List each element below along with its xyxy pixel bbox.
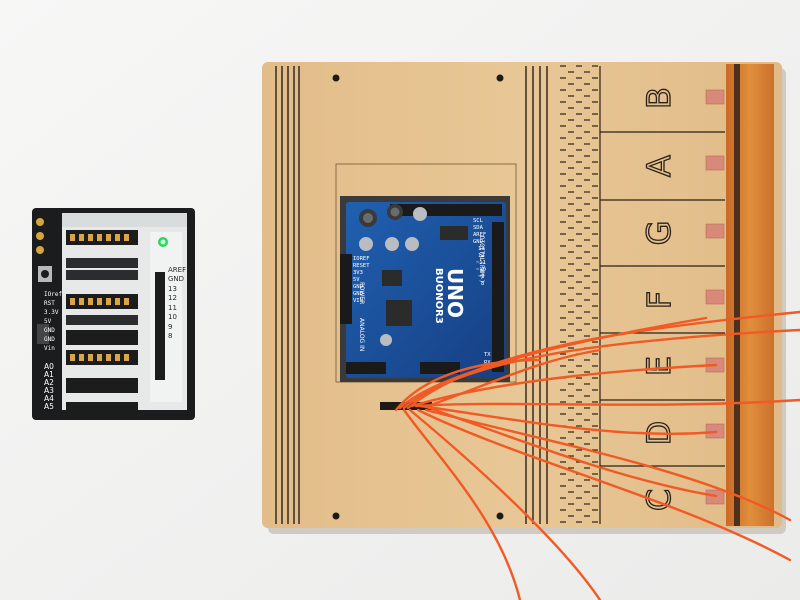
uno-analog-label: ANALOG IN	[358, 318, 365, 351]
arduino-uno-board: UNO BUONOR3 DIGITAL(PWM~) POWER ANALOG I…	[340, 202, 506, 378]
uno-top-pin-label: 13	[478, 246, 485, 252]
uno-power-pin-label: RESET	[353, 263, 370, 269]
uno-top-pin-label: SCL	[473, 218, 484, 224]
uno-power-pin-label: 5V	[353, 277, 360, 283]
shield-digital-label: 9	[168, 323, 172, 331]
shield-power-label: GND	[44, 336, 55, 343]
uno-power-pin-label: GND	[353, 291, 363, 297]
shield-digital-label: 13	[168, 285, 177, 293]
shield-digital-label: AREF	[168, 266, 186, 274]
shield-headers	[66, 230, 138, 412]
uno-power-pin-label: 3V3	[353, 270, 363, 276]
note-label-e: E	[640, 356, 678, 376]
shield-digital-label: GND	[168, 275, 184, 283]
shield-analog-label: A3	[44, 386, 54, 395]
uno-model: BUONOR3	[433, 268, 444, 324]
shield-digital-label: 12	[168, 294, 177, 302]
shield-analog-label: A4	[44, 394, 54, 403]
engraved-lines-left	[275, 66, 300, 524]
shield-power-label: IOref	[44, 291, 62, 298]
shield-power-label: GND	[44, 327, 55, 334]
shield-digital-label: 11	[168, 304, 177, 312]
shield-analog-label: A0	[44, 362, 54, 371]
note-label-b: B	[640, 87, 678, 109]
uno-power-label: POWER	[358, 282, 365, 304]
uno-power-pin-label: VIN	[353, 298, 363, 304]
uno-logo: UNO	[443, 268, 467, 318]
shield-power-label: RST	[44, 300, 55, 307]
uno-top-pin-label: ~11	[476, 260, 486, 266]
uno-top-pin-label: AREF	[473, 232, 486, 238]
uno-power-pin-label: IOREF	[353, 256, 370, 262]
shield-analog-label: A5	[44, 402, 54, 411]
uno-top-pin-label: SDA	[473, 225, 484, 231]
uno-header-label: DIGITAL(PWM~)	[478, 236, 485, 283]
shield-digital-label: 8	[168, 332, 172, 340]
uno-top-pin-label: ~9	[478, 274, 485, 280]
note-label-a: A	[640, 155, 678, 177]
note-label-f: F	[640, 291, 678, 309]
shield-power-label: Vin	[44, 345, 55, 352]
reset-button-icon	[41, 270, 49, 278]
shield-power-label: 5V	[44, 318, 52, 325]
kapton-tape-strip	[726, 64, 774, 526]
living-hinge-pattern	[560, 65, 598, 523]
uno-side-pin-label: TX	[484, 352, 491, 358]
screw-holes	[332, 74, 504, 520]
uno-top-pin-label: ~10	[476, 267, 486, 273]
uno-top-pin-label: GND	[473, 239, 483, 245]
io-shield-board: IOref RST 3.3V 5V GND GND Vin A0 A1 A2 A…	[32, 208, 195, 420]
shield-analog-label: A1	[44, 370, 54, 379]
note-label-g: G	[640, 221, 678, 246]
uno-power-pin-label: GND	[353, 284, 363, 290]
shield-power-label: 3.3V	[44, 309, 59, 316]
orange-wires	[394, 310, 800, 600]
uno-top-pin-label: 12	[478, 253, 485, 259]
shield-digital-label: 10	[168, 313, 177, 321]
shield-analog-label: A2	[44, 378, 54, 387]
uno-top-pin-label: 8	[481, 281, 484, 287]
